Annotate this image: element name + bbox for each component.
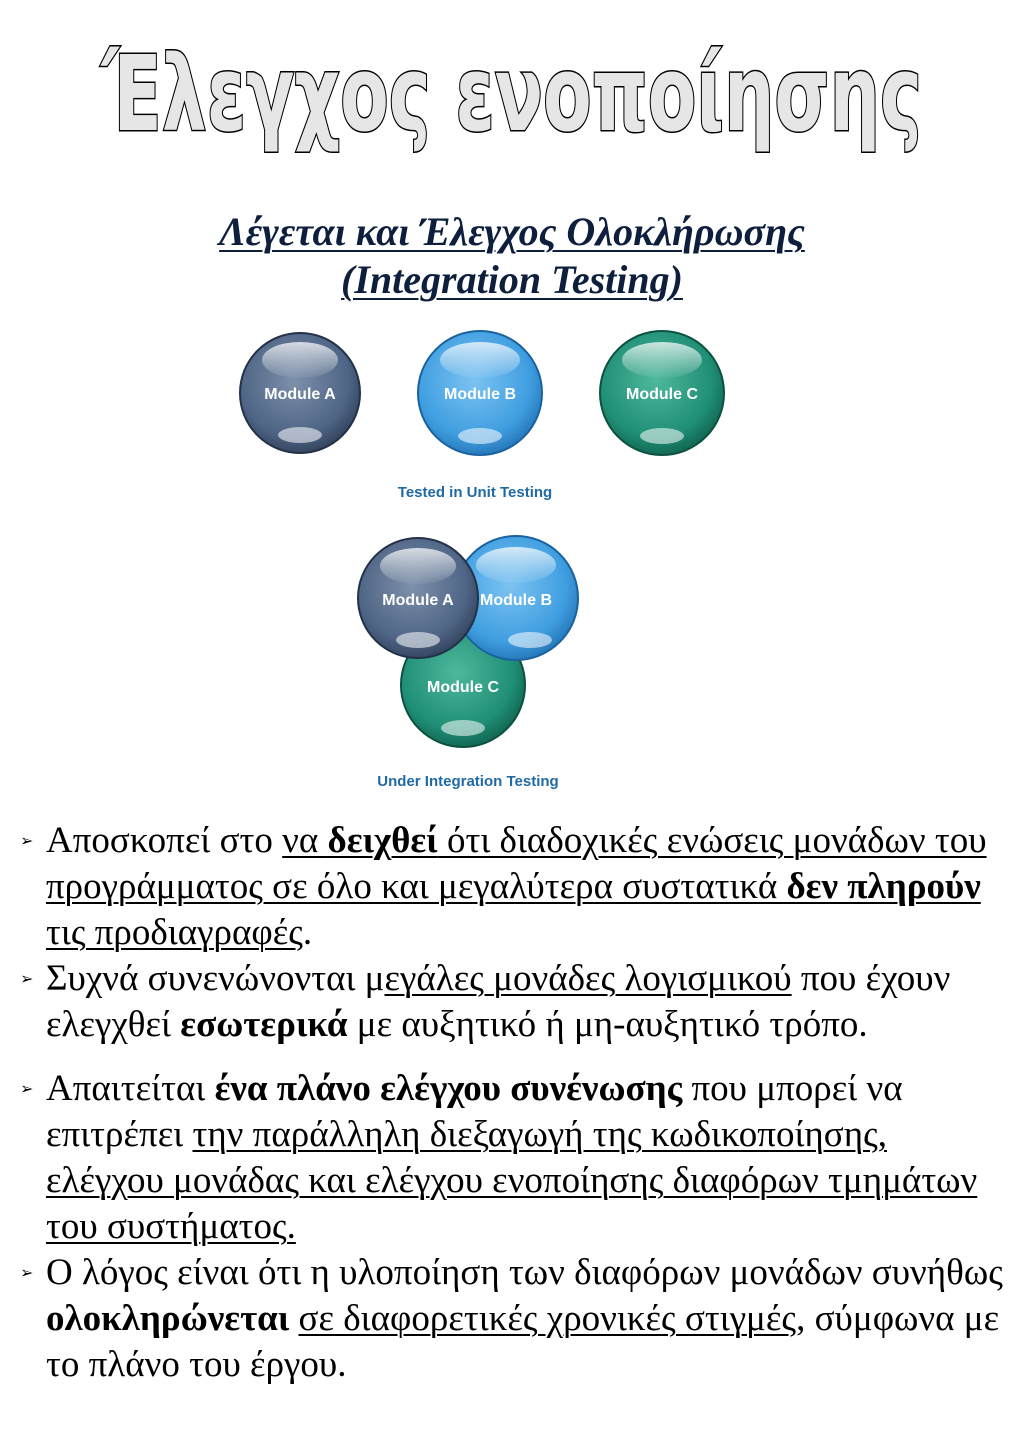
unit-module-a-label: Module A [264, 386, 336, 403]
text-span: Συχνά συνενώνονται μ [46, 958, 385, 999]
arrowhead-bullet-icon: ➢ [20, 831, 34, 850]
bullet-list: ➢ Αποσκοπεί στο να δειχθεί ότι διαδοχικέ… [20, 818, 1010, 1388]
text-span: με αυξητικό ή μη-αυξητικό τρόπο. [347, 1004, 868, 1045]
text-span: ότι διαδοχικές ενώσεις μονάδων του προγρ… [46, 820, 987, 907]
integration-module-c-label: Module C [427, 679, 499, 696]
unit-module-b: Module B [417, 330, 543, 456]
page-title: Έλεγχος ενοποίησης [0, 18, 1024, 168]
arrowhead-bullet-icon: ➢ [20, 969, 34, 988]
text-span: που μπορεί να επιτρέπει [46, 1068, 903, 1155]
subtitle: Λέγεται και Έλεγχος Ολοκλήρωσης (Integra… [0, 208, 1024, 304]
unit-testing-caption: Tested in Unit Testing [398, 484, 552, 501]
text-span: Αποσκοπεί στο [46, 820, 283, 861]
arrowhead-bullet-icon: ➢ [20, 1079, 34, 1098]
list-item: ➢ Απαιτείται ένα πλάνο ελέγχου συνένωσης… [20, 1066, 1010, 1250]
text-span: . [302, 912, 313, 953]
bold-text: ολοκληρώνεται [46, 1298, 290, 1339]
underlined-text: εγάλες μονάδες λογισμικού [384, 958, 792, 999]
subtitle-line-1: Λέγεται και Έλεγχος Ολοκλήρωσης [219, 209, 805, 254]
underlined-text: σε διαφορετικές χρονικές στιγμές [298, 1298, 797, 1339]
underlined-text: την παράλληλη διεξαγωγή της κωδικοποίηση… [46, 1114, 978, 1247]
bold-text: ένα πλάνο ελέγχου συνένωσης [214, 1068, 683, 1109]
text-span: τις προδιαγραφές [46, 912, 303, 953]
text-span [289, 1298, 298, 1339]
text-span: Ο λόγος είναι ότι η υλοποίηση των διαφόρ… [46, 1252, 1003, 1293]
unit-module-b-label: Module B [444, 386, 516, 403]
bold-text: εσωτερικά [180, 1004, 348, 1045]
integration-module-b-label: Module B [480, 592, 552, 609]
list-item: ➢ Αποσκοπεί στο να δειχθεί ότι διαδοχικέ… [20, 818, 1010, 956]
text-span: να [282, 820, 328, 861]
integration-module-b: Module B [453, 535, 579, 661]
list-item: ➢ Ο λόγος είναι ότι η υλοποίηση των διαφ… [20, 1250, 1010, 1388]
unit-module-c-label: Module C [626, 386, 698, 403]
bold-text: δεν πληρούν [786, 866, 981, 907]
page-title-text: Έλεγχος ενοποίησης [100, 33, 922, 155]
integration-testing-caption: Under Integration Testing [377, 773, 558, 790]
text-span: , σύμφωνα με το πλάνο του έργου. [46, 1298, 1000, 1385]
integration-diagram: Module A Module B Module C Tested in Uni… [0, 330, 1024, 800]
text-span: Απαιτείται [46, 1068, 215, 1109]
underlined-text: να δειχθεί ότι διαδοχικές ενώσεις μονάδω… [46, 820, 987, 953]
bold-text: δειχθεί [327, 820, 438, 861]
unit-module-c: Module C [599, 330, 725, 456]
unit-module-a: Module A [239, 332, 361, 454]
integration-module-a-label: Module A [382, 592, 454, 609]
text-span: που έχουν ελεγχθεί [46, 958, 951, 1045]
arrowhead-bullet-icon: ➢ [20, 1263, 34, 1282]
subtitle-line-2: (Integration Testing) [341, 257, 683, 302]
list-item: ➢ Συχνά συνενώνονται μεγάλες μονάδες λογ… [20, 956, 1010, 1048]
integration-module-a: Module A [357, 537, 479, 659]
